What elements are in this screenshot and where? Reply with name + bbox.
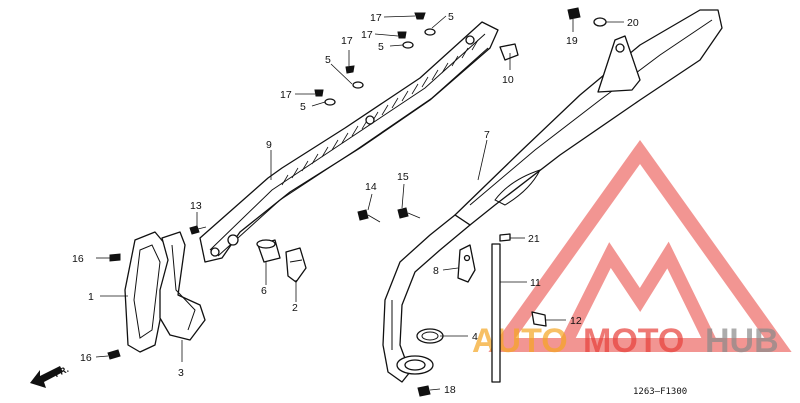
part-clamp-2 [285, 247, 307, 283]
bolt-13 [189, 225, 207, 235]
callout-5-fourth: 5 [300, 101, 306, 113]
part-washer-20 [593, 17, 607, 27]
front-direction-label: FR. [53, 364, 70, 379]
callout-6: 6 [261, 285, 267, 297]
callout-11: 11 [530, 277, 541, 289]
front-arrow-icon [30, 366, 63, 388]
leader-lines [95, 15, 624, 391]
callout-2: 2 [292, 302, 298, 314]
front-direction-indicator: FR. [30, 364, 70, 388]
bolt-15 [397, 207, 421, 219]
drawing-code: 1263–F1300 [633, 387, 687, 397]
callout-17-third: 17 [341, 35, 353, 47]
callout-5-top: 5 [448, 11, 454, 23]
part-drain-tube-11 [491, 243, 501, 383]
callout-10: 10 [502, 74, 514, 86]
watermark-logo-triangle [488, 139, 792, 352]
part-cap-12 [531, 311, 547, 327]
watermark-text-auto: AUTO [472, 322, 568, 360]
callout-16-upper: 16 [72, 253, 84, 265]
bolt-18 [417, 385, 431, 397]
part-exhaust-pipe-3 [159, 231, 206, 341]
callout-1: 1 [88, 291, 94, 303]
part-muffler-7 [382, 9, 723, 383]
part-gasket-4 [416, 328, 444, 344]
callout-8: 8 [433, 265, 439, 277]
callout-13: 13 [190, 200, 202, 212]
callout-14: 14 [365, 181, 377, 193]
callout-labels: 1 2 3 4 5 5 5 5 6 7 8 9 10 11 12 13 14 1… [72, 11, 639, 396]
part-bracket-8 [457, 244, 476, 283]
callout-7: 7 [484, 129, 490, 141]
part-exhaust-cover-1 [124, 231, 171, 353]
part-grommet-10 [499, 43, 519, 61]
callout-17-top: 17 [370, 12, 382, 24]
watermark-text-moto: MOTO [583, 322, 684, 360]
callout-21: 21 [528, 233, 540, 245]
callout-20: 20 [627, 17, 639, 29]
callout-3: 3 [178, 367, 184, 379]
bolt-14 [357, 209, 381, 223]
callout-5-third: 5 [325, 54, 331, 66]
callout-19: 19 [566, 35, 578, 47]
bolt-16-lower [107, 349, 121, 360]
screws-17 [314, 12, 426, 97]
callout-16-lower: 16 [80, 352, 92, 364]
part-collar-6 [256, 239, 281, 263]
heat-shield-slots [281, 39, 479, 186]
bolt-16-upper [109, 253, 121, 262]
callout-17-second: 17 [361, 29, 373, 41]
part-heat-shield-9 [199, 21, 499, 263]
callout-15: 15 [397, 171, 409, 183]
callout-12: 12 [570, 315, 582, 327]
watermark-text-hub: HUB [705, 322, 779, 360]
callout-18: 18 [444, 384, 456, 396]
part-nut-19 [567, 7, 581, 20]
callout-9: 9 [266, 139, 272, 151]
callout-17-fourth: 17 [280, 89, 292, 101]
part-clip-21 [499, 233, 511, 242]
callout-4: 4 [472, 331, 478, 343]
watermark-logo-text: AUTO MOTO HUB [472, 322, 779, 360]
callout-5-second: 5 [378, 41, 384, 53]
